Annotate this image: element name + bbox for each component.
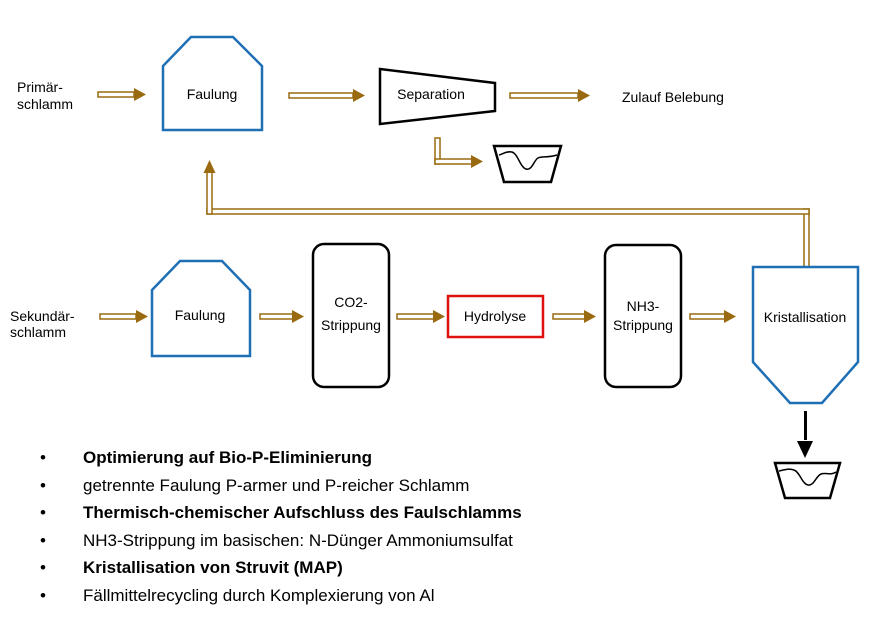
return-line-to-faulung: [203, 160, 810, 268]
arrow-faulung-to-co2: [259, 310, 304, 323]
arrow-co2-to-hydrolyse: [396, 310, 445, 323]
separation-label: Separation: [397, 86, 465, 102]
nh3-strippung-unit: NH3- Strippung: [603, 243, 683, 389]
bullet-dot: •: [40, 558, 46, 577]
faulung-secondary-tank: Faulung: [150, 259, 252, 358]
primary-sludge-label-line1: Primär-: [17, 79, 63, 95]
bullet-dot: •: [40, 475, 46, 495]
bullet-dot: •: [40, 503, 46, 522]
secondary-sludge-label-line1: Sekundär-: [10, 308, 75, 324]
bullet-item: • getrennte Faulung P-armer und P-reicher…: [40, 472, 522, 500]
summary-bullet-list: • Optimierung auf Bio-P-Eliminierung • get…: [40, 444, 522, 609]
arrow-separation-to-solids: [434, 137, 483, 168]
bullet-text: NH3-Strippung im basischen: N-Dünger Amm…: [83, 530, 513, 550]
primary-sludge-label-line2: schlamm: [17, 96, 73, 112]
struvit-arrow-head: [797, 441, 813, 458]
bullet-item: • Thermisch-chemischer Aufschluss des Fau…: [40, 499, 522, 527]
nh3-strippung-label-line1: NH3-: [627, 298, 660, 314]
faulung-primary-label: Faulung: [187, 86, 238, 102]
bullet-item: • NH3-Strippung im basischen: N-Dünger Am…: [40, 527, 522, 555]
solids-container-bottom: [773, 461, 842, 500]
separation-unit: Separation: [378, 67, 497, 126]
co2-strippung-unit: CO2- Strippung: [311, 242, 391, 389]
arrow-separation-to-zulauf: [509, 89, 590, 102]
bullet-item: • Kristallisation von Struvit (MAP): [40, 554, 522, 582]
bullet-text: Kristallisation von Struvit (MAP): [83, 558, 343, 577]
bullet-text: Optimierung auf Bio-P-Eliminierung: [83, 448, 372, 467]
arrow-faulung-to-separation: [288, 89, 365, 102]
bullet-dot: •: [40, 448, 46, 467]
hydrolyse-label: Hydrolyse: [464, 308, 526, 324]
bullet-item: • Fällmittelrecycling durch Komplexierung…: [40, 582, 522, 610]
bullet-item: • Optimierung auf Bio-P-Eliminierung: [40, 444, 522, 472]
faulung-secondary-label: Faulung: [175, 307, 226, 323]
bullet-dot: •: [40, 530, 46, 550]
kristallisation-tank: Kristallisation: [751, 265, 860, 405]
struvit-output: [773, 441, 842, 500]
hydrolyse-unit: Hydrolyse: [446, 294, 545, 339]
solids-container-top: [492, 144, 563, 184]
bullet-text: getrennte Faulung P-armer und P-reicher …: [83, 475, 470, 495]
kristallisation-label: Kristallisation: [764, 309, 846, 325]
arrow-primary-to-faulung: [97, 88, 146, 101]
faulung-primary-tank: Faulung: [161, 35, 264, 132]
bullet-text: Thermisch-chemischer Aufschluss des Faul…: [83, 503, 522, 522]
bullet-dot: •: [40, 585, 46, 605]
co2-strippung-label-line2: Strippung: [321, 317, 381, 333]
secondary-sludge-label-line2: schlamm: [10, 324, 66, 340]
bullet-text: Fällmittelrecycling durch Komplexierung …: [83, 585, 435, 605]
arrow-kristallisation-to-struvit: [804, 411, 807, 440]
process-flow-diagram: Primär- schlamm Faulung Separation Zulau…: [10, 35, 860, 440]
arrow-secondary-to-faulung: [99, 310, 148, 323]
arrow-hydrolyse-to-nh3: [552, 310, 596, 323]
zulauf-belebung-label: Zulauf Belebung: [622, 89, 724, 105]
arrow-nh3-to-kristallisation: [689, 310, 736, 323]
nh3-strippung-label-line2: Strippung: [613, 317, 673, 333]
co2-strippung-label-line1: CO2-: [334, 294, 368, 310]
